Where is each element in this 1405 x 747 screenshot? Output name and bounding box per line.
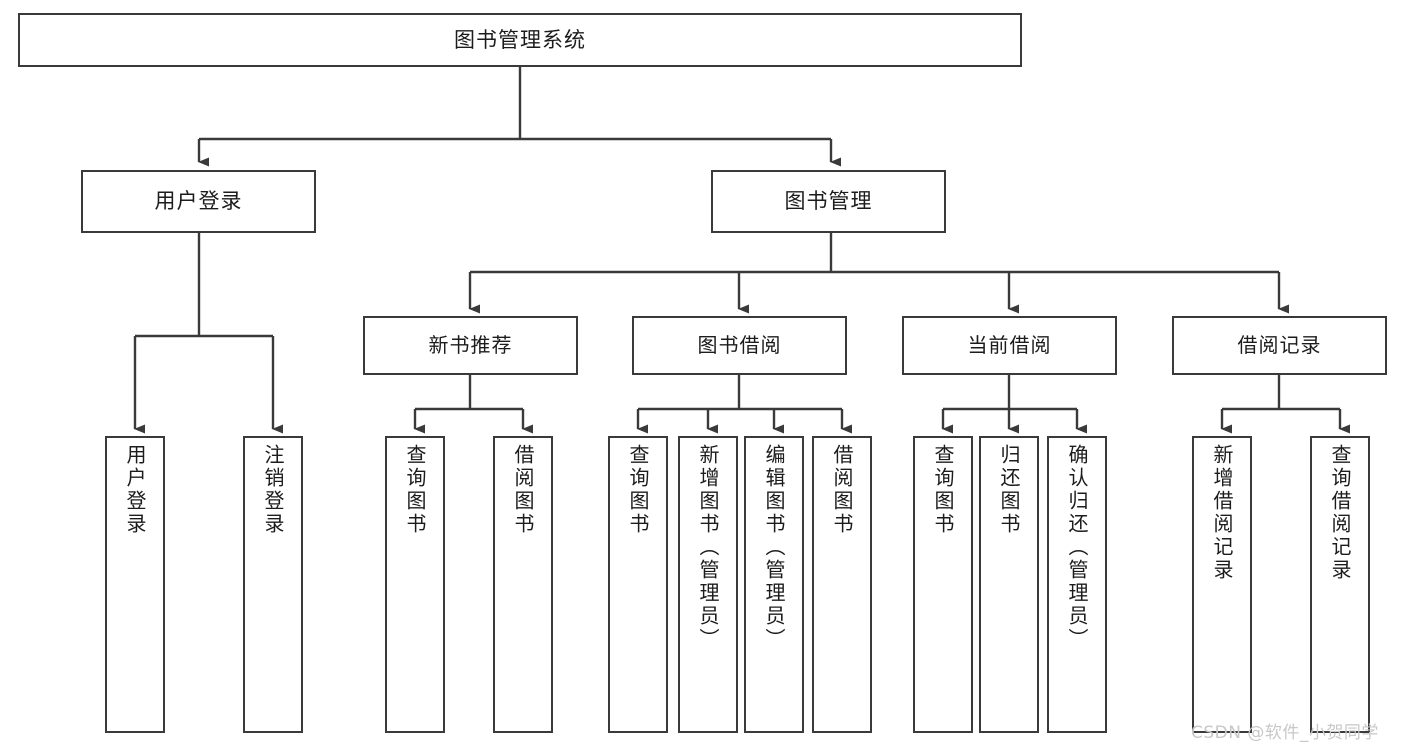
node-label: 图书借阅	[697, 332, 782, 357]
watermark-text: CSDN @软件_小贺同学	[1191, 723, 1379, 743]
leaf-borrow-edit-book-admin[interactable]: 编辑图书（管理员）	[744, 436, 804, 733]
node-label: 查询图书	[931, 444, 955, 536]
node-label: 借阅记录	[1237, 332, 1322, 357]
node-root-system[interactable]: 图书管理系统	[18, 13, 1022, 67]
leaf-user-login-login[interactable]: 用户登录	[105, 436, 165, 733]
leaf-user-login-logout[interactable]: 注销登录	[243, 436, 303, 733]
leaf-recommend-borrow-book[interactable]: 借阅图书	[493, 436, 553, 733]
node-current-borrow[interactable]: 当前借阅	[902, 316, 1117, 375]
leaf-borrow-add-book-admin[interactable]: 新增图书（管理员）	[678, 436, 738, 733]
node-user-login[interactable]: 用户登录	[81, 170, 316, 233]
leaf-borrow-borrow-book[interactable]: 借阅图书	[812, 436, 872, 733]
node-label: 用户登录	[154, 189, 243, 214]
leaf-current-confirm-return-admin[interactable]: 确认归还（管理员）	[1047, 436, 1107, 733]
node-book-borrow[interactable]: 图书借阅	[632, 316, 847, 375]
node-label: 用户登录	[123, 444, 147, 536]
node-label: 图书管理	[784, 189, 873, 214]
node-new-book-recommend[interactable]: 新书推荐	[363, 316, 578, 375]
node-label: 当前借阅	[967, 332, 1052, 357]
node-label: 确认归还（管理员）	[1065, 444, 1089, 651]
leaf-borrow-query-book[interactable]: 查询图书	[608, 436, 668, 733]
node-label: 查询借阅记录	[1328, 444, 1352, 582]
leaf-current-query-book[interactable]: 查询图书	[913, 436, 973, 733]
node-label: 借阅图书	[830, 444, 854, 536]
node-label: 借阅图书	[511, 444, 535, 536]
node-label: 新书推荐	[428, 332, 513, 357]
node-label: 图书管理系统	[454, 27, 586, 52]
node-label: 归还图书	[997, 444, 1021, 536]
node-label: 注销登录	[261, 444, 285, 536]
node-label: 编辑图书（管理员）	[762, 444, 786, 651]
node-borrow-record[interactable]: 借阅记录	[1172, 316, 1387, 375]
node-book-management[interactable]: 图书管理	[711, 170, 946, 233]
node-label: 新增图书（管理员）	[696, 444, 720, 651]
leaf-recommend-query-book[interactable]: 查询图书	[385, 436, 445, 733]
leaf-record-add-record[interactable]: 新增借阅记录	[1192, 436, 1252, 733]
node-label: 查询图书	[403, 444, 427, 536]
leaf-current-return-book[interactable]: 归还图书	[979, 436, 1039, 733]
node-label: 新增借阅记录	[1210, 444, 1234, 582]
leaf-record-query-record[interactable]: 查询借阅记录	[1310, 436, 1370, 733]
node-label: 查询图书	[626, 444, 650, 536]
